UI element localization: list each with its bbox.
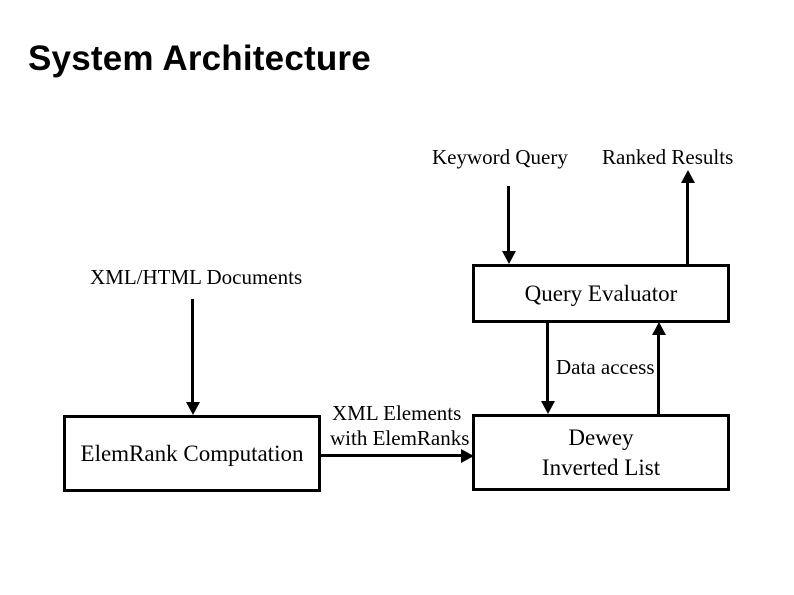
page-title: System Architecture [28, 39, 371, 78]
edge-elemranks-arrowhead [461, 449, 474, 463]
edge-documents-line [191, 299, 194, 403]
edge-keyword-query-arrowhead [502, 251, 516, 264]
edge-data-access-response-line [657, 334, 660, 414]
edge-ranked-results-arrowhead [681, 170, 695, 183]
label-xml-elements-line2: with ElemRanks [330, 426, 470, 450]
edge-data-access-request-line [546, 323, 549, 403]
node-dewey-inverted-list-label-line1: Dewey [568, 424, 634, 450]
edge-data-access-response-arrowhead [652, 322, 666, 335]
node-dewey-inverted-list-label-line2: Inverted List [541, 454, 661, 480]
edge-documents-arrowhead [186, 402, 200, 415]
label-xml-html-documents: XML/HTML Documents [90, 265, 303, 289]
label-xml-elements-line1: XML Elements [332, 401, 462, 425]
edge-data-access-request-arrowhead [541, 401, 555, 414]
node-dewey-inverted-list[interactable]: Dewey Inverted List [472, 414, 730, 491]
edge-ranked-results-line [686, 182, 689, 264]
node-query-evaluator[interactable]: Query Evaluator [472, 264, 730, 323]
label-keyword-query: Keyword Query [432, 145, 568, 169]
edge-elemranks-line [321, 454, 466, 457]
label-data-access: Data access [556, 355, 655, 379]
edge-keyword-query-line [507, 186, 510, 252]
node-query-evaluator-label: Query Evaluator [524, 280, 678, 306]
label-ranked-results: Ranked Results [602, 145, 734, 169]
node-elemrank-computation[interactable]: ElemRank Computation [63, 415, 321, 492]
node-elemrank-computation-label: ElemRank Computation [80, 440, 304, 466]
